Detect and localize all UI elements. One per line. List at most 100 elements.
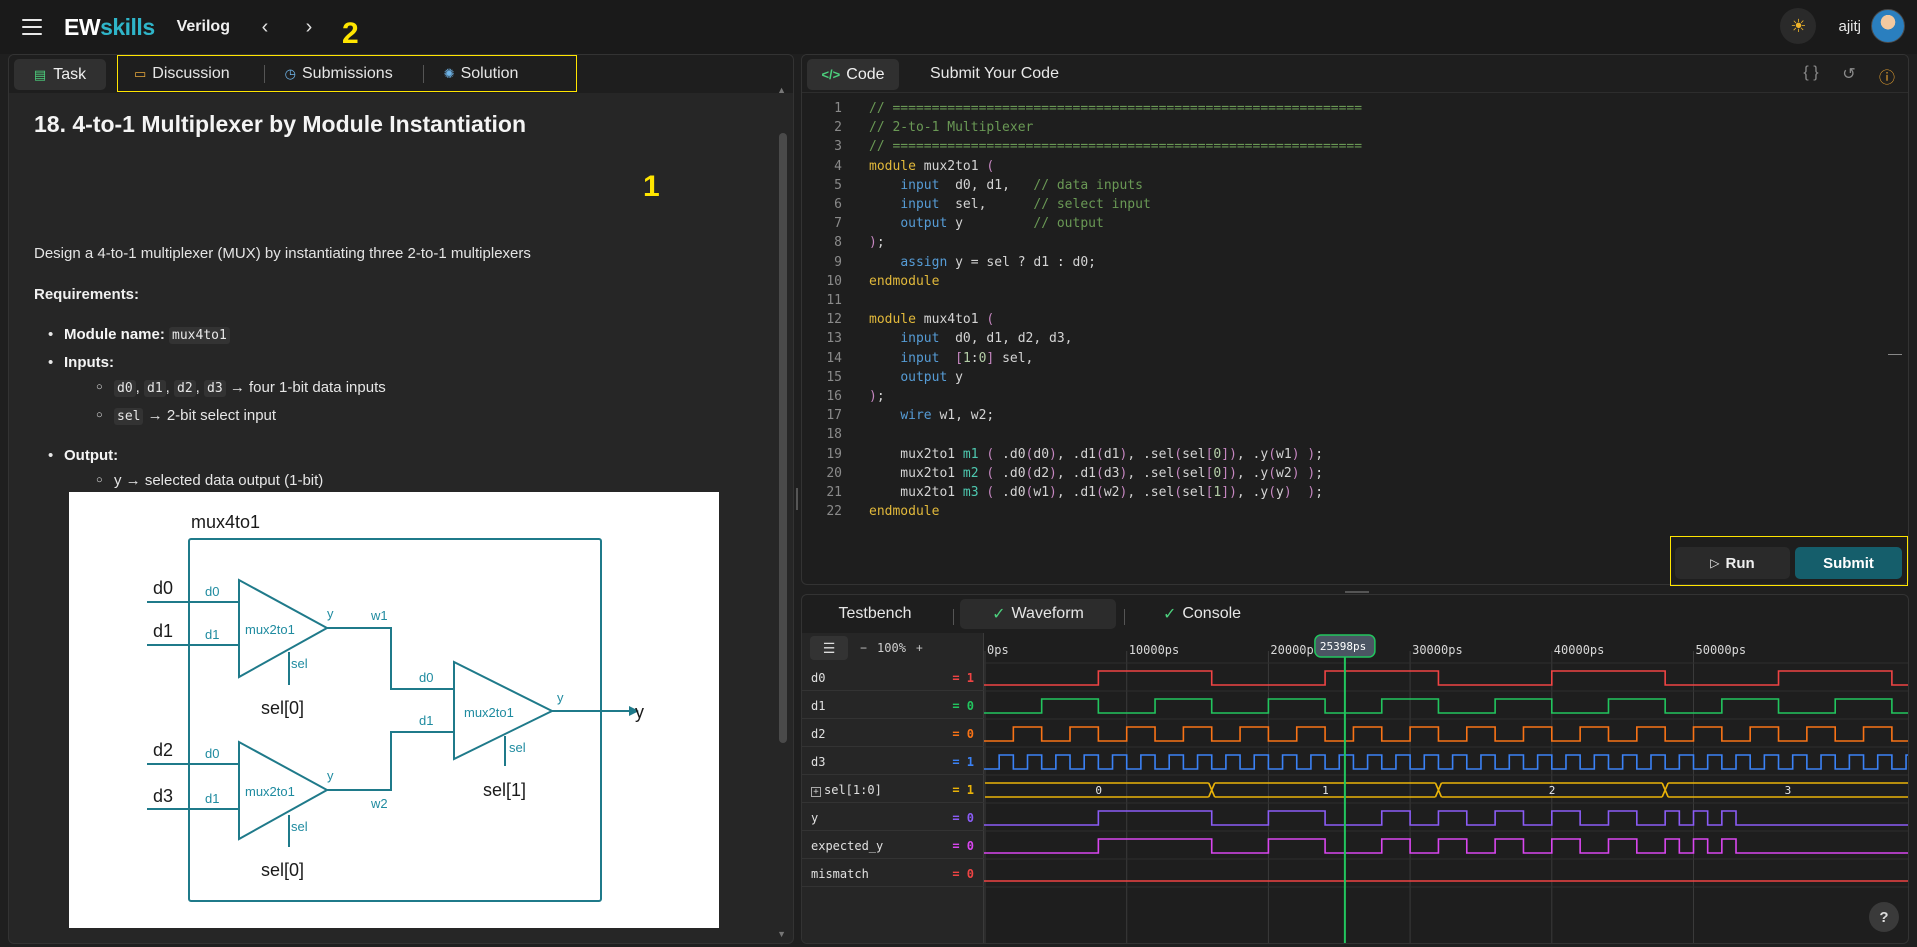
tab-testbench[interactable]: Testbench bbox=[838, 605, 912, 622]
code-line[interactable]: assign y = sel ? d1 : d0; bbox=[900, 254, 1096, 270]
hamburger-menu-icon[interactable] bbox=[22, 19, 42, 35]
username[interactable]: ajitj bbox=[1838, 17, 1861, 35]
waveform-trace bbox=[984, 698, 1908, 714]
svg-text:d0: d0 bbox=[419, 670, 433, 685]
expand-icon[interactable]: + bbox=[811, 787, 821, 797]
chevron-left-icon[interactable]: ‹ bbox=[261, 15, 269, 38]
diagram-svg: mux4to1 d0 d1 d2 d3 sel[0] sel[0] sel[1]… bbox=[147, 512, 644, 902]
code-line[interactable]: // =====================================… bbox=[869, 101, 1363, 116]
signal-name-text: mismatch bbox=[811, 867, 869, 881]
tab-submissions[interactable]: ◷Submissions bbox=[284, 64, 393, 82]
signal-row[interactable]: d1= 0 bbox=[802, 691, 984, 719]
braces-icon[interactable]: { } bbox=[1803, 64, 1819, 81]
run-button[interactable]: ▷Run bbox=[1675, 547, 1790, 579]
horizontal-resize-handle[interactable] bbox=[1345, 591, 1369, 593]
code-line[interactable]: // 2-to-1 Multiplexer bbox=[869, 120, 1034, 136]
tab-task[interactable]: ▤Task bbox=[14, 59, 106, 90]
signal-value: = 1 bbox=[952, 783, 974, 797]
bus-segment bbox=[1441, 782, 1663, 798]
tab-solution[interactable]: ✺Solution bbox=[443, 64, 519, 82]
line-number: 14 bbox=[826, 350, 842, 366]
svg-text:y: y bbox=[327, 768, 334, 783]
tab-separator bbox=[422, 64, 424, 83]
breadcrumb[interactable]: Verilog bbox=[176, 18, 230, 35]
scrollbar[interactable] bbox=[779, 133, 787, 743]
page-title: 18. 4-to-1 Multiplexer by Module Instant… bbox=[34, 111, 526, 137]
waveform-trace bbox=[984, 670, 1908, 686]
svg-text:d3: d3 bbox=[153, 786, 173, 806]
code-line[interactable]: module mux2to1 ( bbox=[869, 158, 995, 174]
tab-separator bbox=[1124, 609, 1125, 625]
svg-text:sel: sel bbox=[509, 740, 526, 755]
code-line[interactable]: mux2to1 m1 ( .d0(d0), .d1(d1), .sel(sel[… bbox=[869, 446, 1324, 462]
scroll-down-icon[interactable]: ▼ bbox=[777, 929, 786, 939]
annotation-2: 2 bbox=[342, 17, 359, 50]
signal-row[interactable]: expected_y= 0 bbox=[802, 831, 984, 859]
signal-name-text: d0 bbox=[811, 671, 826, 685]
code-line[interactable]: ); bbox=[869, 235, 885, 251]
code-line[interactable]: // =====================================… bbox=[869, 139, 1363, 155]
chevron-right-icon[interactable]: › bbox=[305, 15, 313, 38]
line-number: 13 bbox=[826, 331, 842, 347]
code-line[interactable]: input [1:0] sel, bbox=[900, 350, 1034, 366]
panel-resize-handle[interactable] bbox=[796, 488, 798, 510]
tab-waveform[interactable]: ✓Waveform bbox=[960, 599, 1116, 629]
scroll-up-icon[interactable]: ▲ bbox=[777, 85, 786, 95]
help-button[interactable]: ? bbox=[1869, 902, 1899, 932]
code-line[interactable]: endmodule bbox=[869, 273, 940, 289]
svg-text:w2: w2 bbox=[370, 796, 388, 811]
svg-text:d1: d1 bbox=[205, 627, 219, 642]
waveform-panel: Testbench ✓Waveform ✓Console ☰ − 100% + … bbox=[801, 594, 1909, 944]
left-tab-bar: ▤Task ▭Discussion ◷Submissions ✺Solution bbox=[9, 55, 793, 93]
bus-value-label: 3 bbox=[1785, 784, 1792, 797]
code-line[interactable]: mux2to1 m2 ( .d0(d2), .d1(d3), .sel(sel[… bbox=[869, 465, 1324, 481]
signal-row[interactable]: mismatch = 0 bbox=[802, 859, 984, 887]
signal-row[interactable]: d2= 0 bbox=[802, 719, 984, 747]
code-line[interactable]: output y bbox=[900, 369, 963, 385]
zoom-out-button[interactable]: − bbox=[860, 641, 868, 655]
code-line[interactable]: module mux4to1 ( bbox=[869, 312, 995, 328]
svg-text:y: y bbox=[327, 606, 334, 621]
check-icon: ✓ bbox=[992, 606, 1006, 623]
code-line[interactable]: input sel, // select input bbox=[900, 197, 1151, 212]
submit-button[interactable]: Submit bbox=[1795, 547, 1902, 579]
code-editor[interactable]: 1// ====================================… bbox=[802, 93, 1908, 533]
task-content: 18. 4-to-1 Multiplexer by Module Instant… bbox=[34, 111, 774, 489]
mux4to1-block-diagram: mux4to1 d0 d1 d2 d3 sel[0] sel[0] sel[1]… bbox=[69, 492, 719, 928]
code-line[interactable]: input d0, d1, d2, d3, bbox=[900, 331, 1073, 347]
tab-console[interactable]: ✓Console bbox=[1162, 605, 1242, 623]
reset-icon[interactable]: ↺ bbox=[1842, 66, 1856, 83]
signal-row[interactable]: +sel[1:0]= 1 bbox=[802, 775, 984, 803]
signal-value: = 0 bbox=[952, 727, 974, 741]
tab-submit-your-code[interactable]: Submit Your Code bbox=[930, 65, 1059, 82]
brand-logo[interactable]: EWskills bbox=[64, 13, 155, 40]
line-number: 5 bbox=[834, 177, 842, 193]
signal-value: = 0 bbox=[952, 839, 974, 853]
line-number: 10 bbox=[826, 273, 842, 289]
line-number: 8 bbox=[834, 235, 842, 251]
zoom-in-button[interactable]: + bbox=[915, 641, 923, 655]
sun-icon[interactable]: ☀ bbox=[1780, 8, 1817, 44]
signal-value: = 0 bbox=[952, 867, 974, 881]
top-bar: EWskills Verilog ‹ › ☀ ajitj bbox=[0, 0, 1917, 54]
code-editor-panel: </>Code Submit Your Code { } ↺ ⓘ 1// ===… bbox=[801, 54, 1909, 585]
warning-icon[interactable]: ⓘ bbox=[1878, 70, 1895, 87]
signal-row[interactable]: d0= 1 bbox=[802, 663, 984, 691]
avatar[interactable] bbox=[1871, 9, 1905, 43]
filter-icon[interactable]: ☰ bbox=[810, 636, 848, 660]
signal-row[interactable]: y= 0 bbox=[802, 803, 984, 831]
code-line[interactable]: output y // output bbox=[900, 216, 1104, 232]
line-number: 4 bbox=[834, 158, 842, 174]
tab-code[interactable]: </>Code bbox=[807, 59, 899, 90]
code-line[interactable]: input d0, d1, // data inputs bbox=[900, 177, 1143, 193]
code-line[interactable]: wire w1, w2; bbox=[900, 408, 995, 424]
line-number: 22 bbox=[826, 504, 842, 520]
code-line[interactable]: mux2to1 m3 ( .d0(w1), .d1(w2), .sel(sel[… bbox=[869, 485, 1324, 500]
code-line[interactable]: endmodule bbox=[869, 504, 940, 520]
signal-name-text: d3 bbox=[811, 755, 826, 769]
tab-discussion[interactable]: ▭Discussion bbox=[134, 64, 230, 82]
code-line[interactable]: ); bbox=[869, 389, 885, 404]
signal-row[interactable]: d3= 1 bbox=[802, 747, 984, 775]
